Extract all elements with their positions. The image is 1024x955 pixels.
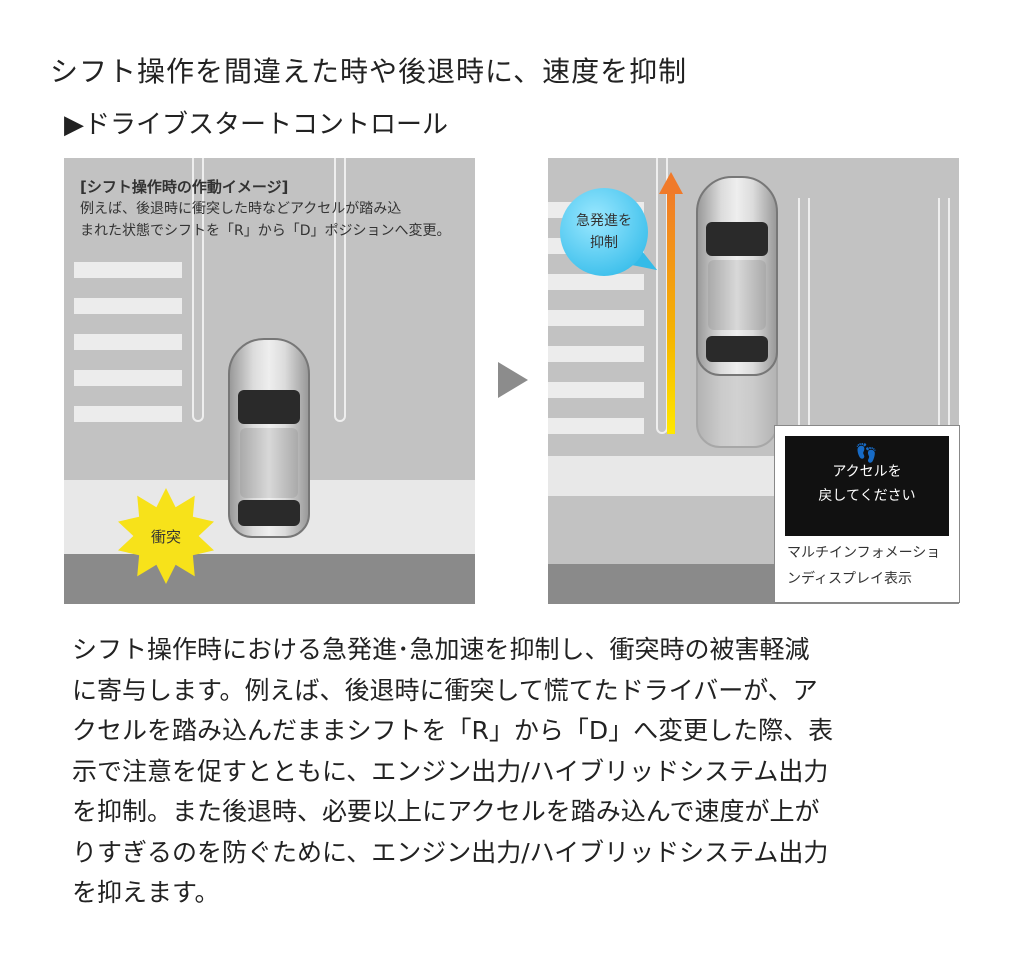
- bubble-text: 抑制: [590, 235, 618, 251]
- accelerator-foot-icon: 👣: [855, 443, 878, 464]
- bubble-text: 急発進を: [576, 213, 632, 229]
- description-line: りすぎるのを防ぐために、エンジン出力/ハイブリッドシステム出力: [72, 837, 829, 867]
- car: [228, 338, 310, 538]
- multi-info-display-inset: 👣 アクセルを 戻してください マルチインフォメーショ ンディスプレイ表示: [774, 425, 960, 603]
- caption-line: 例えば、後退時に衝突した時などアクセルが踏み込: [80, 201, 402, 217]
- display-caption-line: ンディスプレイ表示: [787, 571, 913, 587]
- display-caption: マルチインフォメーショ ンディスプレイ表示: [787, 540, 940, 592]
- next-arrow-icon: [498, 362, 528, 398]
- suppression-bubble: 急発進を抑制: [560, 188, 648, 276]
- description-line: に寄与します。例えば、後退時に衝突して慌てたドライバーが、ア: [72, 675, 818, 705]
- description-line: シフト操作時における急発進･急加速を抑制し、衝突時の被害軽減: [72, 635, 810, 664]
- display-caption-line: マルチインフォメーショ: [787, 545, 941, 561]
- section-subtitle: ▶ドライブスタートコントロール: [64, 110, 448, 140]
- description-line: を抑制。また後退時、必要以上にアクセルを踏み込んで速度が上が: [72, 797, 820, 826]
- car: [696, 176, 778, 376]
- display-message: アクセルを: [832, 464, 902, 480]
- description-line: を抑えます。: [72, 878, 220, 907]
- description-text: シフト操作時における急発進･急加速を抑制し、衝突時の被害軽減 に寄与します。例え…: [72, 630, 962, 914]
- display-screen: 👣 アクセルを 戻してください: [785, 436, 949, 536]
- page-title: シフト操作を間違えた時や後退時に、速度を抑制: [50, 55, 688, 88]
- display-message: 戻してください: [818, 488, 916, 504]
- description-line: 示で注意を促すとともに、エンジン出力/ハイブリッドシステム出力: [72, 756, 829, 786]
- panel-caption: [シフト操作時の作動イメージ] 例えば、後退時に衝突した時などアクセルが踏み込 …: [80, 176, 451, 242]
- description-line: クセルを踏み込んだままシフトを「R」から「D」へ変更した際、表: [72, 716, 834, 745]
- caption-line: まれた状態でシフトを「R」から「D」ポジションへ変更。: [80, 223, 451, 239]
- caption-heading: [シフト操作時の作動イメージ]: [80, 178, 289, 196]
- forward-arrow-icon: [667, 188, 675, 434]
- illustration-before: [シフト操作時の作動イメージ] 例えば、後退時に衝突した時などアクセルが踏み込 …: [64, 158, 475, 604]
- crash-label: 衝突: [150, 527, 181, 546]
